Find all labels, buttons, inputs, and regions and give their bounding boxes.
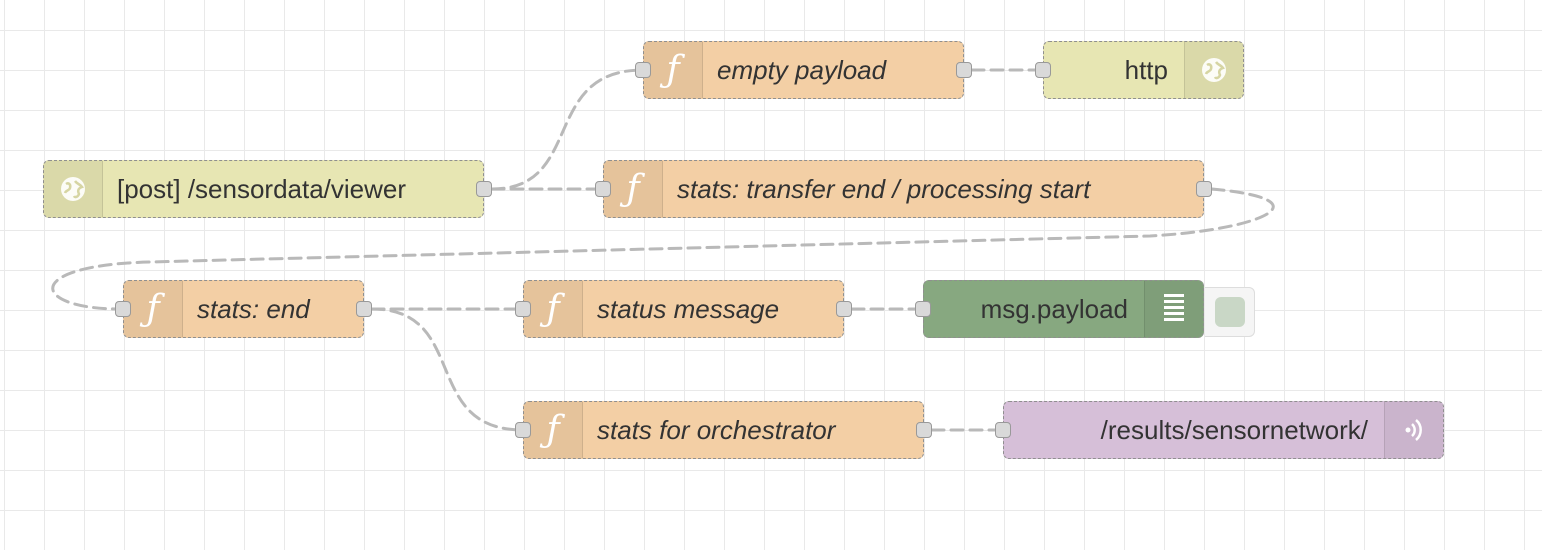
node-label: stats for orchestrator <box>597 414 836 445</box>
node-label: msg.payload <box>980 293 1128 324</box>
input-port[interactable] <box>915 301 931 317</box>
node-label: [post] /sensordata/viewer <box>117 173 407 204</box>
input-port[interactable] <box>515 422 531 438</box>
node-debug[interactable]: msg.payload <box>915 280 1204 338</box>
node-http-response[interactable]: http <box>1035 41 1244 99</box>
node-empty-payload[interactable]: ƒ empty payload <box>635 41 972 99</box>
globe-icon <box>1184 42 1243 98</box>
wire-http-in-to-empty-payload[interactable] <box>490 68 645 191</box>
output-port[interactable] <box>1196 181 1212 197</box>
input-port[interactable] <box>635 62 651 78</box>
function-icon: ƒ <box>644 42 703 98</box>
function-icon: ƒ <box>524 281 583 337</box>
node-status-message[interactable]: ƒ status message <box>515 280 852 338</box>
output-port[interactable] <box>916 422 932 438</box>
input-port[interactable] <box>595 181 611 197</box>
input-port[interactable] <box>115 301 131 317</box>
node-mqtt-out[interactable]: /results/sensornetwork/ <box>995 401 1444 459</box>
output-port[interactable] <box>956 62 972 78</box>
list-icon <box>1144 281 1203 337</box>
function-icon: ƒ <box>124 281 183 337</box>
node-label: status message <box>597 293 780 324</box>
debug-toggle-indicator <box>1214 297 1245 327</box>
function-icon: ƒ <box>524 402 583 458</box>
node-stats-transfer[interactable]: ƒ stats: transfer end / processing start <box>595 160 1212 218</box>
wire-stats-transfer-to-stats-end[interactable] <box>51 187 1275 311</box>
node-http-in[interactable]: [post] /sensordata/viewer <box>43 160 492 218</box>
node-label: empty payload <box>717 54 887 85</box>
node-stats-end[interactable]: ƒ stats: end <box>115 280 372 338</box>
node-label: stats: end <box>197 293 310 324</box>
broadcast-icon <box>1384 402 1443 458</box>
globe-icon <box>44 161 103 217</box>
node-label: /results/sensornetwork/ <box>1100 414 1368 445</box>
output-port[interactable] <box>836 301 852 317</box>
output-port[interactable] <box>356 301 372 317</box>
input-port[interactable] <box>1035 62 1051 78</box>
function-icon: ƒ <box>604 161 663 217</box>
debug-toggle-button[interactable] <box>1205 287 1255 337</box>
node-label: http <box>1124 54 1168 85</box>
input-port[interactable] <box>515 301 531 317</box>
input-port[interactable] <box>995 422 1011 438</box>
output-port[interactable] <box>476 181 492 197</box>
wire-stats-end-to-stats-orchestrator[interactable] <box>370 307 525 432</box>
node-label: stats: transfer end / processing start <box>677 173 1091 204</box>
node-stats-orchestrator[interactable]: ƒ stats for orchestrator <box>515 401 932 459</box>
